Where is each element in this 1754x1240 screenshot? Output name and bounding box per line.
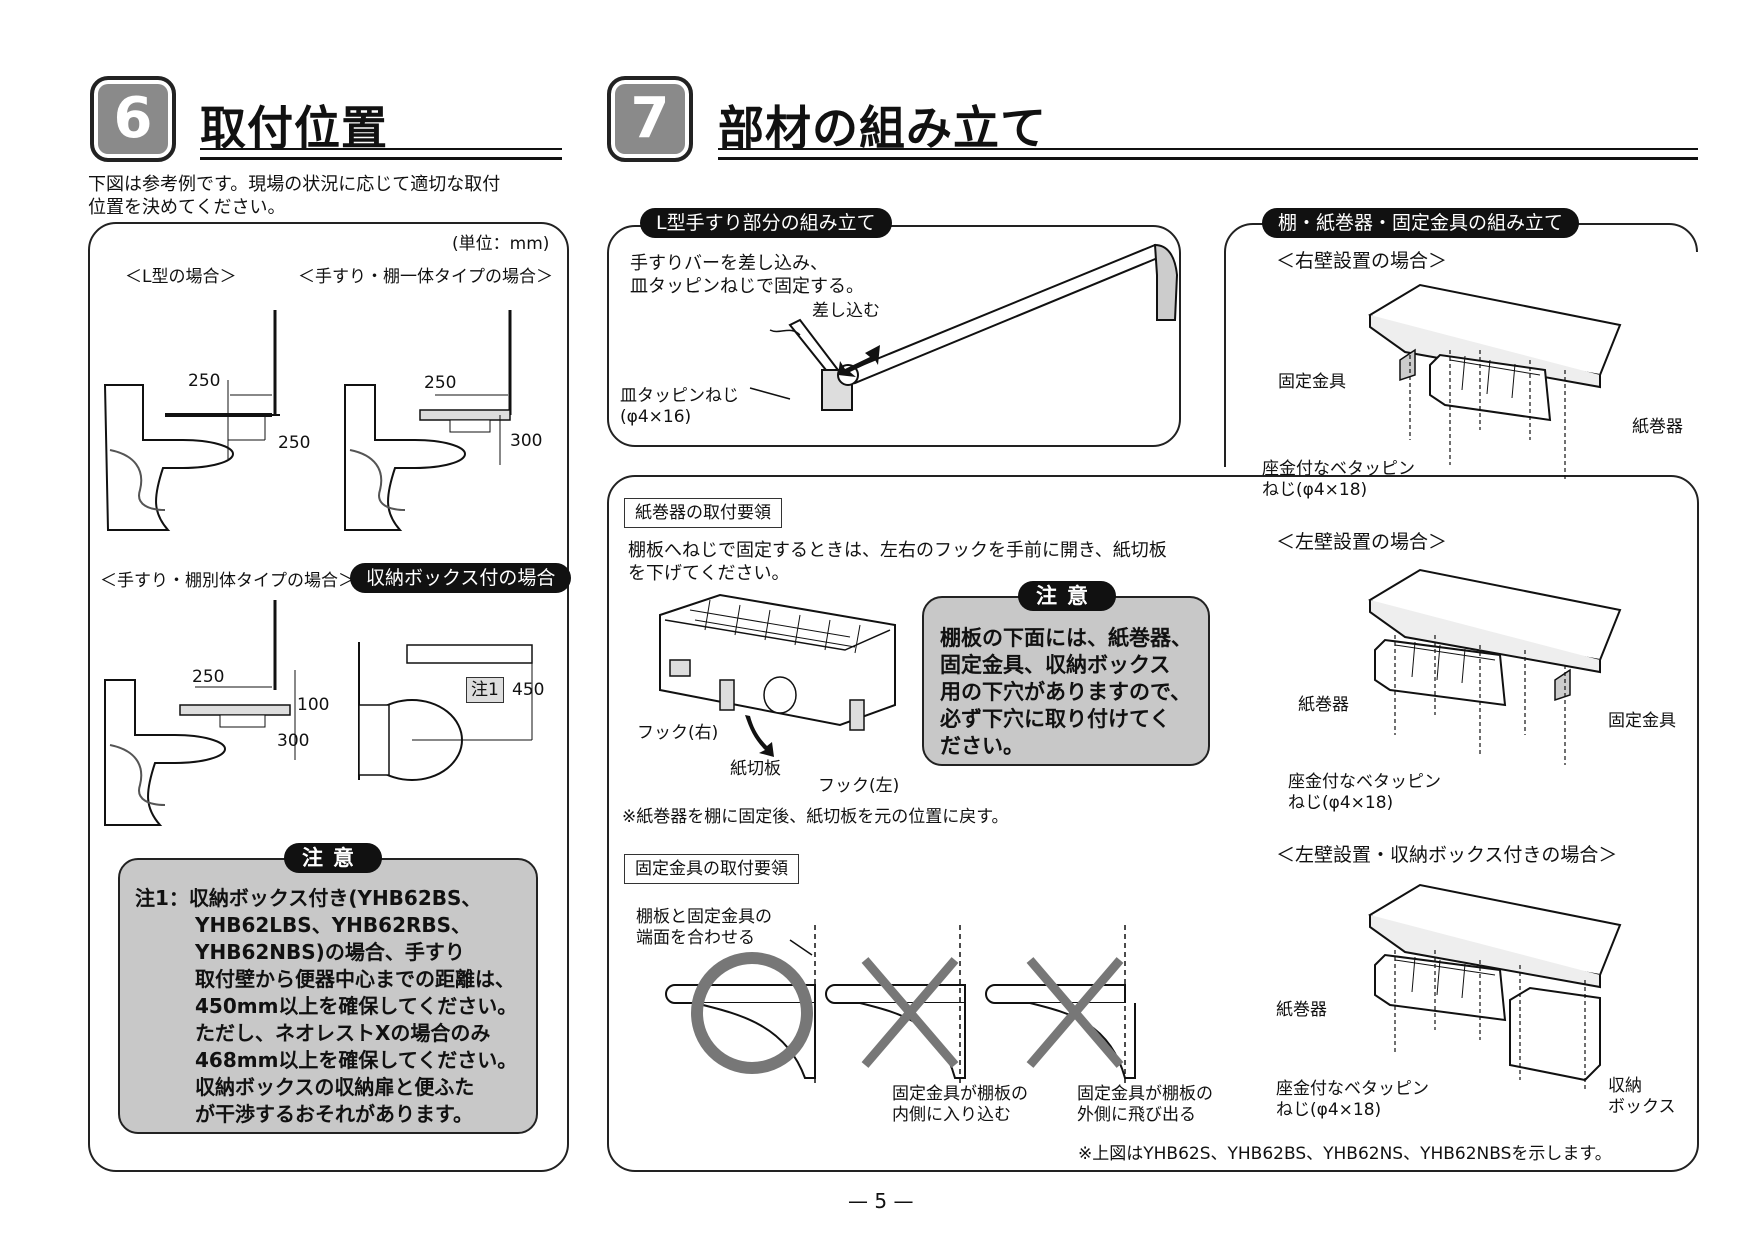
right-screw-line-1: 座金付なベタッピン xyxy=(1262,459,1415,479)
right-wall-assembly-diagram xyxy=(1368,283,1622,480)
unit-label: (単位：mm) xyxy=(452,234,550,254)
toilet-separate-diagram xyxy=(104,600,296,826)
l-assembly-instr-1: 手すりバーを差し込み、 xyxy=(630,253,828,274)
title-rule-7 xyxy=(718,148,1698,160)
paper-holder-tips-heading: 紙巻器の取付要領 xyxy=(624,498,782,528)
storage-screw-line-1: 座金付なベタッピン xyxy=(1276,1079,1429,1099)
caution-box-placement xyxy=(118,858,538,1134)
section-number-7: 7 xyxy=(607,76,693,162)
caption-storage-box: 収納ボックス付の場合 xyxy=(350,563,572,593)
bracket-ng1-line-2: 内側に入り込む xyxy=(892,1105,1011,1125)
assembly-caution-line-3: 用の下穴がありますので、 xyxy=(940,680,1192,704)
right-wall-caption: ＜右壁設置の場合＞ xyxy=(1276,250,1448,272)
bracket-ok-line-1: 棚板と固定金具の xyxy=(636,907,772,927)
caution-line-9: が干渉するおそれがあります。 xyxy=(135,1102,473,1126)
page-number: — 5 — xyxy=(848,1189,914,1213)
caution-badge-assembly: 注意 xyxy=(1018,581,1116,611)
section-title-7: 部材の組み立て xyxy=(718,101,1047,155)
paper-holder-tips-line-2: を下げてください。 xyxy=(628,563,790,584)
insert-label: 差し込む xyxy=(812,301,880,321)
l-assembly-label: L型手すり部分の組み立て xyxy=(640,208,892,238)
caution-line-2: YHB62LBS、YHB62RBS、 xyxy=(135,913,472,937)
dim-l-250-horizontal: 250 xyxy=(188,371,221,391)
caution-line-8: 収納ボックスの収納扉と便ふた xyxy=(135,1075,475,1099)
shelf-assembly-label: 棚・紙巻器・固定金具の組み立て xyxy=(1262,208,1580,238)
cutter-label: 紙切板 xyxy=(730,759,781,779)
right-bracket-label: 固定金具 xyxy=(1278,372,1346,392)
storage-box-label-1: 収納 xyxy=(1608,1076,1642,1096)
screw-label-1: 皿タッピンねじ xyxy=(620,386,739,406)
screw-label-2: (φ4×16) xyxy=(620,407,692,427)
paper-holder-diagram xyxy=(659,593,896,757)
storage-note-ref: 注1 xyxy=(466,677,504,703)
dim-l-250-vertical: 250 xyxy=(278,433,311,453)
caution-line-6: ただし、ネオレストXの場合のみ xyxy=(135,1021,491,1045)
paper-holder-footnote: ※紙巻器を棚に固定後、紙切板を元の位置に戻す。 xyxy=(622,807,1009,827)
l-assembly-instr-2: 皿タッピンねじで固定する。 xyxy=(630,276,864,297)
shelf-assembly-border xyxy=(1224,223,1698,467)
bracket-tips-heading: 固定金具の取付要領 xyxy=(624,854,799,884)
intro-line-1: 下図は参考例です。現場の状況に応じて適切な取付 xyxy=(88,174,501,195)
caution-badge-placement: 注意 xyxy=(284,843,382,873)
dim-storage-450: 450 xyxy=(512,680,545,700)
toilet-integrated-diagram xyxy=(344,310,512,531)
handrail-assembly-diagram xyxy=(749,243,1179,411)
left-paper-holder-label: 紙巻器 xyxy=(1298,695,1349,715)
bracket-ng1-line-1: 固定金具が棚板の xyxy=(892,1084,1028,1104)
intro-line-2: 位置を決めてください。 xyxy=(88,197,286,218)
right-paper-holder-label: 紙巻器 xyxy=(1632,417,1683,437)
bracket-ok-line-2: 端面を合わせる xyxy=(636,928,755,948)
toilet-l-type-diagram xyxy=(103,310,280,531)
caption-separate: ＜手すり・棚別体タイプの場合＞ xyxy=(100,571,355,591)
hook-right-label: フック(右) xyxy=(637,723,719,743)
caption-l-type: ＜L型の場合＞ xyxy=(125,267,237,287)
hook-left-label: フック(左) xyxy=(818,776,900,796)
bracket-ng2-line-1: 固定金具が棚板の xyxy=(1077,1084,1213,1104)
left-screw-line-2: ねじ(φ4×18) xyxy=(1288,793,1394,813)
caution-line-3: YHB62NBS)の場合、手すり xyxy=(135,940,465,964)
assembly-caution-line-1: 棚板の下面には、紙巻器、 xyxy=(940,626,1192,650)
caution-line-4: 取付壁から便器中心までの距離は、 xyxy=(135,967,515,991)
dim-sep-100: 100 xyxy=(297,695,330,715)
storage-box-plan-diagram xyxy=(358,642,533,781)
caution-line-5: 450mm以上を確保してください。 xyxy=(135,994,518,1018)
models-note: ※上図はYHB62S、YHB62BS、YHB62NS、YHB62NBSを示します… xyxy=(1078,1144,1612,1164)
storage-paper-holder-label: 紙巻器 xyxy=(1276,1000,1327,1020)
section-title-6: 取付位置 xyxy=(200,101,388,155)
right-screw-line-2: ねじ(φ4×18) xyxy=(1262,480,1368,500)
left-bracket-label: 固定金具 xyxy=(1608,711,1676,731)
left-wall-caption: ＜左壁設置の場合＞ xyxy=(1276,531,1448,553)
bracket-ng2-line-2: 外側に飛び出る xyxy=(1077,1105,1196,1125)
left-wall-assembly-diagram xyxy=(1368,568,1622,765)
caption-integrated: ＜手すり・棚一体タイプの場合＞ xyxy=(298,267,553,287)
dim-sep-250: 250 xyxy=(192,667,225,687)
title-rule-6 xyxy=(200,148,562,160)
storage-screw-line-2: ねじ(φ4×18) xyxy=(1276,1100,1382,1120)
assembly-caution-line-5: ださい。 xyxy=(940,734,1024,758)
storage-box-label-2: ボックス xyxy=(1608,1097,1676,1117)
caution-line-1: 注1：収納ボックス付き(YHB62BS、 xyxy=(135,886,482,910)
dim-int-300: 300 xyxy=(510,431,543,451)
dim-sep-300: 300 xyxy=(277,731,310,751)
caution-line-7: 468mm以上を確保してください。 xyxy=(135,1048,518,1072)
assembly-caution-line-2: 固定金具、収納ボックス xyxy=(940,653,1171,677)
section-number-6: 6 xyxy=(90,76,176,162)
left-wall-storage-assembly-diagram xyxy=(1368,883,1622,1090)
paper-holder-tips-line-1: 棚板へねじで固定するときは、左右のフックを手前に開き、紙切板 xyxy=(628,540,1167,561)
l-assembly-panel xyxy=(607,225,1181,447)
left-wall-storage-caption: ＜左壁設置・収納ボックス付きの場合＞ xyxy=(1276,844,1618,866)
left-screw-line-1: 座金付なベタッピン xyxy=(1288,772,1441,792)
assembly-caution-line-4: 必ず下穴に取り付けてく xyxy=(940,707,1171,731)
bracket-alignment-diagram xyxy=(665,925,1136,1085)
dim-int-250: 250 xyxy=(424,373,457,393)
